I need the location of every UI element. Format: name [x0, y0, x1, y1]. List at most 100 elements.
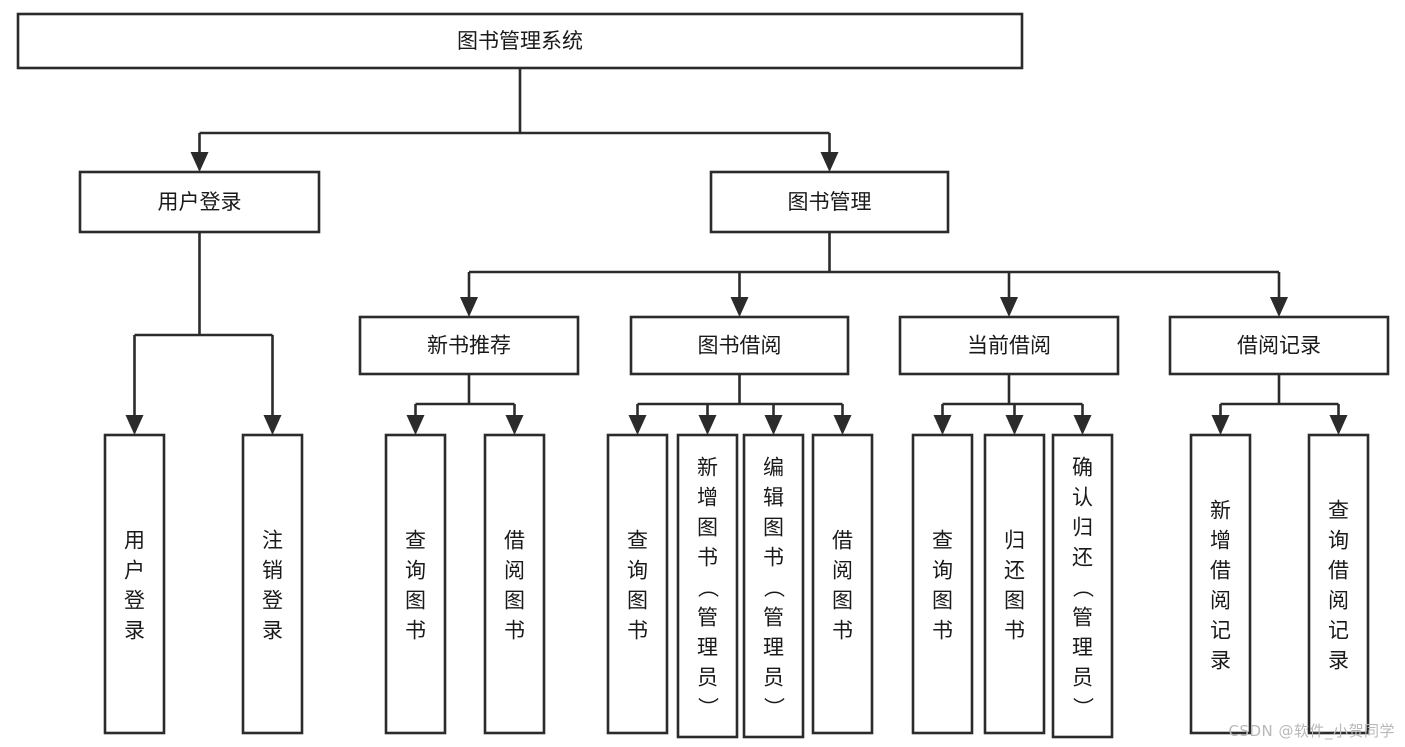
- csdn-watermark: CSDN @软件_小贺同学: [1228, 722, 1395, 740]
- node-root[interactable]: 图书管理系统: [16, 12, 1024, 70]
- node-label-char: 书: [763, 545, 784, 569]
- node-box[interactable]: [811, 433, 874, 735]
- arrow-head-icon: [1329, 415, 1348, 435]
- node-current-borrow[interactable]: 当前借阅: [898, 315, 1120, 376]
- node-label: 当前借阅: [967, 334, 1051, 358]
- node-label-char: 阅: [1328, 588, 1349, 612]
- node-box[interactable]: [1051, 433, 1114, 739]
- node-box[interactable]: [742, 433, 805, 739]
- node-label-char: 增: [697, 485, 718, 509]
- node-label-char: 图: [697, 515, 718, 539]
- node-label: 借阅记录: [1237, 334, 1321, 358]
- node-label-char: 图: [1004, 588, 1025, 612]
- node-box[interactable]: [241, 433, 304, 735]
- node-label-char: 询: [932, 558, 953, 582]
- node-box[interactable]: [606, 433, 669, 735]
- node-label-char: 记: [1328, 618, 1349, 642]
- node-label-char: 归: [1004, 528, 1025, 552]
- node-new-book-rec[interactable]: 新书推荐: [358, 315, 580, 376]
- node-box[interactable]: [103, 433, 166, 735]
- node-user-login[interactable]: 用户登录: [78, 170, 321, 234]
- node-box[interactable]: [898, 315, 1120, 376]
- node-label-char: 新: [1210, 498, 1231, 522]
- node-label-char: 员: [697, 665, 718, 689]
- node-label-char: 辑: [763, 485, 784, 509]
- node-label: 图书管理: [788, 190, 872, 214]
- node-box[interactable]: [911, 433, 974, 735]
- node-label-char: （: [696, 577, 720, 598]
- node-box[interactable]: [483, 433, 546, 735]
- node-label-char: 员: [763, 665, 784, 689]
- node-label-char: 员: [1072, 665, 1093, 689]
- arrow-head-icon: [820, 152, 839, 172]
- arrow-head-icon: [833, 415, 852, 435]
- node-label-char: 新: [697, 455, 718, 479]
- node-label-char: 查: [932, 528, 953, 552]
- node-box[interactable]: [16, 12, 1024, 70]
- node-label-char: （: [1071, 577, 1095, 598]
- node-label-char: 阅: [504, 558, 525, 582]
- node-leaf-user-login[interactable]: 用户登录: [103, 433, 166, 735]
- arrow-head-icon: [1005, 415, 1024, 435]
- node-label-char: 书: [832, 618, 853, 642]
- node-label: 图书管理系统: [457, 29, 583, 53]
- node-label-char: 管: [697, 605, 718, 629]
- node-label-char: 归: [1072, 515, 1093, 539]
- node-box[interactable]: [709, 170, 950, 234]
- node-book-manage[interactable]: 图书管理: [709, 170, 950, 234]
- node-label-char: 图: [932, 588, 953, 612]
- node-label-char: 用: [124, 528, 145, 552]
- node-label-char: ）: [762, 697, 786, 718]
- nodes-layer: 图书管理系统用户登录图书管理新书推荐图书借阅当前借阅借阅记录用户登录注销登录查询…: [16, 12, 1390, 739]
- node-label-char: 查: [1328, 498, 1349, 522]
- arrow-head-icon: [698, 415, 717, 435]
- arrow-head-icon: [1211, 415, 1230, 435]
- node-box[interactable]: [983, 433, 1046, 735]
- node-label-char: 登: [124, 588, 145, 612]
- node-label-char: 图: [763, 515, 784, 539]
- arrow-head-icon: [460, 297, 478, 317]
- arrow-head-icon: [764, 415, 783, 435]
- node-box[interactable]: [384, 433, 447, 735]
- arrow-head-icon: [933, 415, 952, 435]
- node-box[interactable]: [78, 170, 321, 234]
- node-label-char: 管: [763, 605, 784, 629]
- arrow-head-icon: [125, 415, 144, 435]
- node-label-char: 书: [504, 618, 525, 642]
- node-label-char: 增: [1210, 528, 1231, 552]
- node-label-char: 户: [124, 558, 145, 582]
- node-book-borrow[interactable]: 图书借阅: [629, 315, 850, 376]
- node-label-char: 销: [262, 558, 283, 582]
- node-label-char: 录: [1210, 648, 1231, 672]
- node-box[interactable]: [1189, 433, 1252, 735]
- node-label: 新书推荐: [427, 334, 511, 358]
- node-box[interactable]: [676, 433, 739, 739]
- node-label-char: 管: [1072, 605, 1093, 629]
- node-label-char: 理: [697, 635, 718, 659]
- node-box[interactable]: [1168, 315, 1390, 376]
- node-box[interactable]: [358, 315, 580, 376]
- node-label: 用户登录: [158, 190, 242, 214]
- node-label-char: 借: [504, 528, 525, 552]
- arrow-head-icon: [1000, 297, 1018, 317]
- node-box[interactable]: [1307, 433, 1370, 735]
- node-borrow-record[interactable]: 借阅记录: [1168, 315, 1390, 376]
- node-label-char: 录: [124, 618, 145, 642]
- node-label-char: 书: [627, 618, 648, 642]
- node-label-char: 书: [932, 618, 953, 642]
- node-box[interactable]: [629, 315, 850, 376]
- node-label-char: 注: [262, 528, 283, 552]
